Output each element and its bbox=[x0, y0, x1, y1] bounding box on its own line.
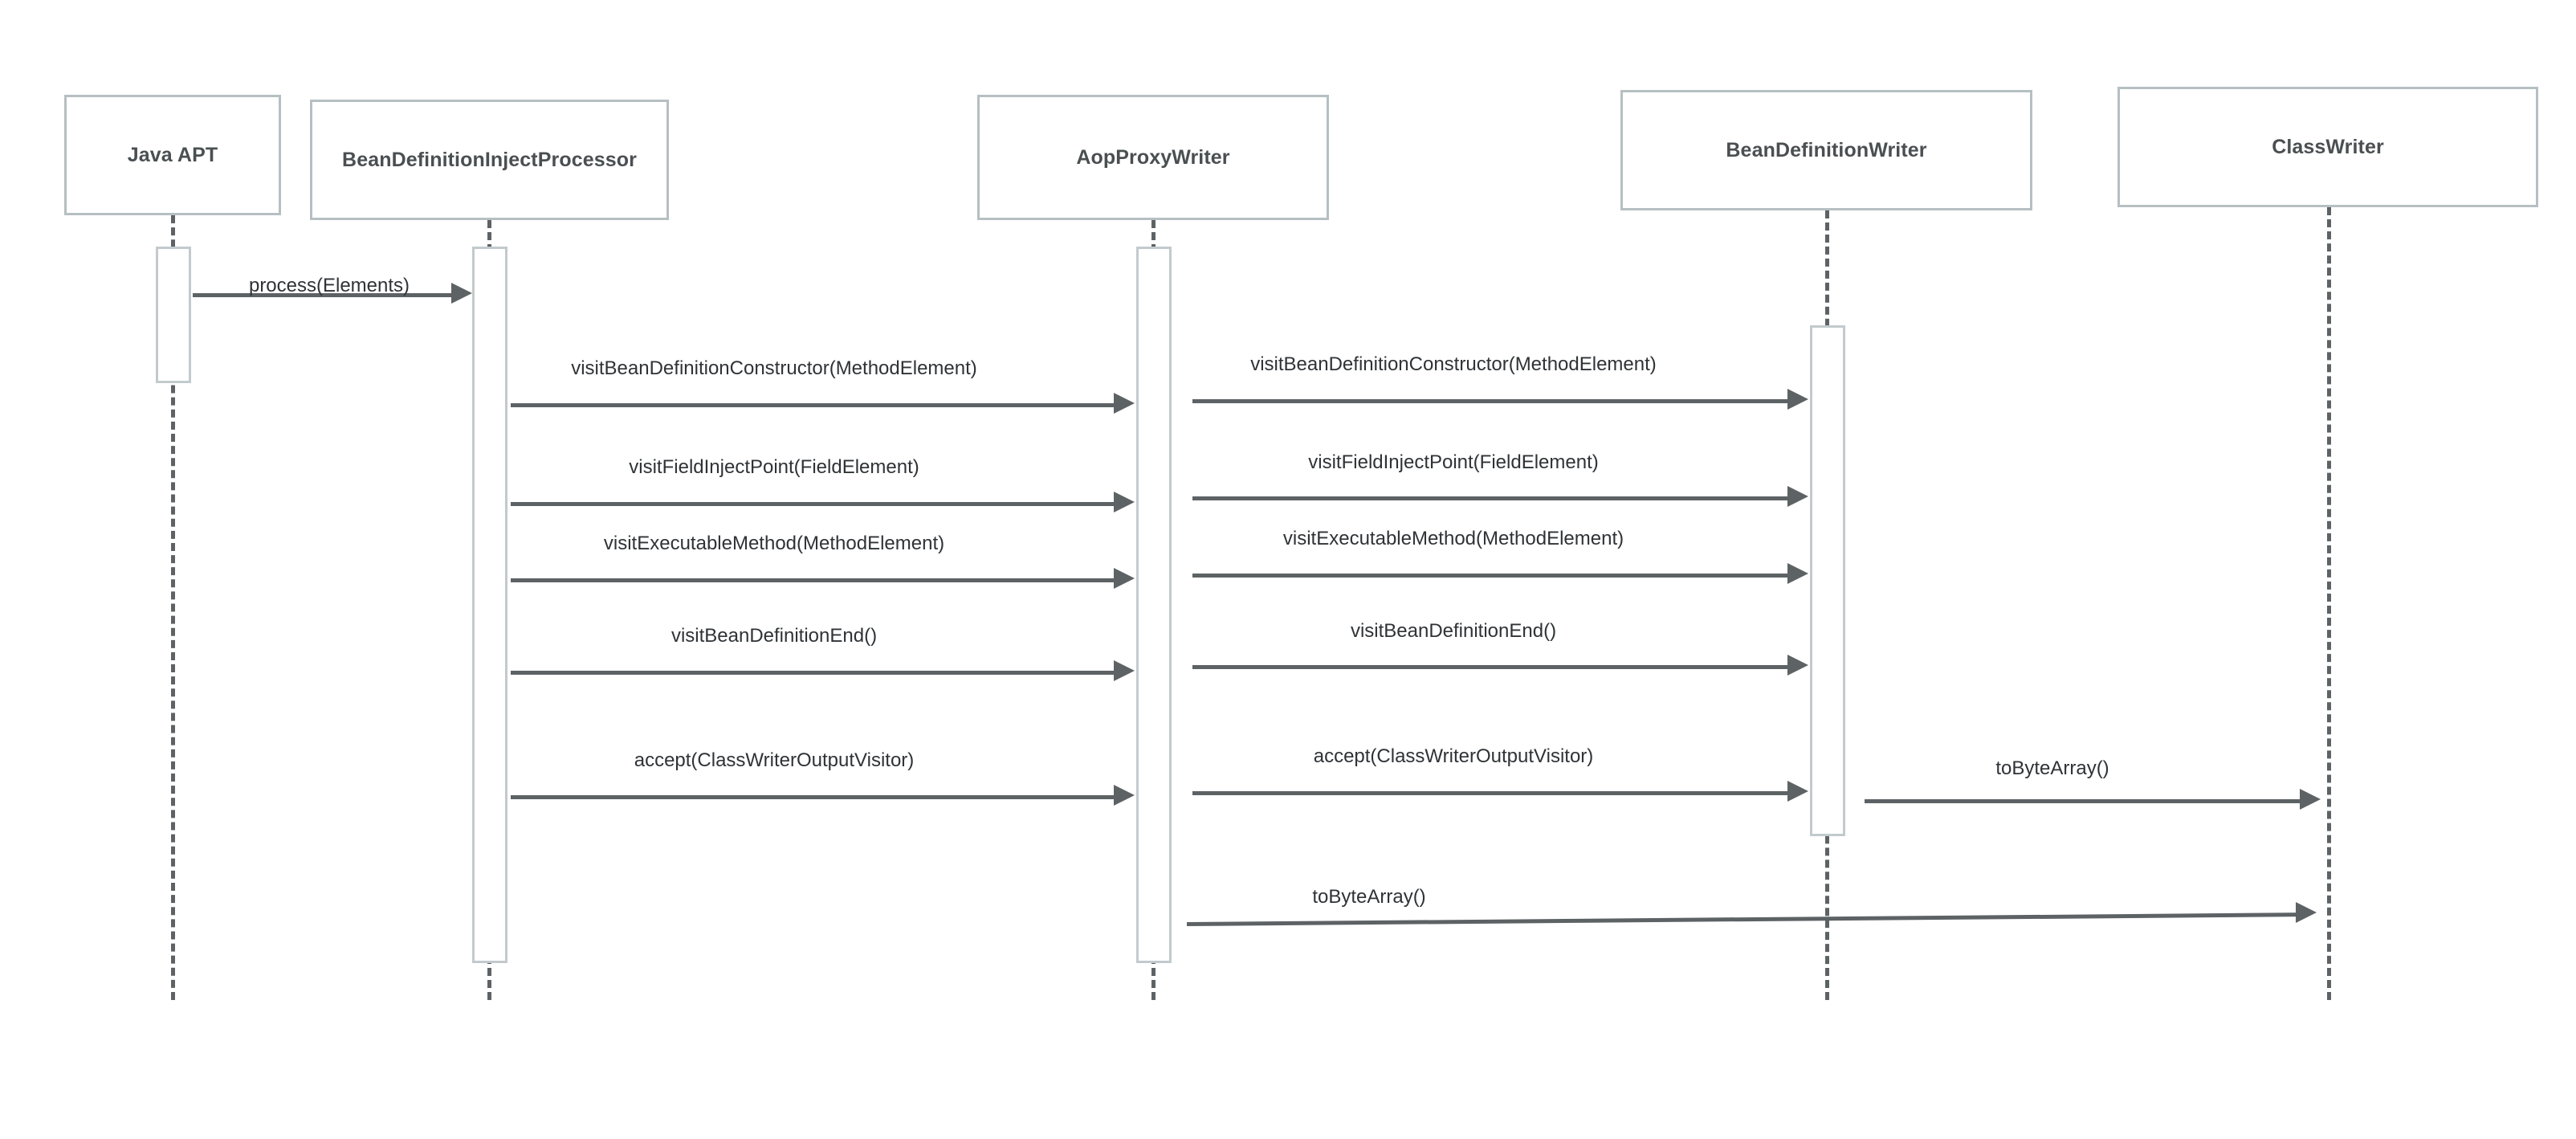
msg-visit-bean-definition-end-1-line bbox=[511, 671, 1119, 675]
msg-accept-2-label: accept(ClassWriterOutputVisitor) bbox=[1313, 745, 1594, 767]
msg-visit-executable-method-2-arrowhead bbox=[1787, 563, 1808, 584]
msg-to-byte-array-1-arrowhead bbox=[2300, 789, 2321, 810]
activation-bean-definition-writer bbox=[1810, 325, 1845, 836]
msg-visit-bean-definition-end-2-label: visitBeanDefinitionEnd() bbox=[1350, 620, 1557, 642]
msg-process-elements-label: process(Elements) bbox=[248, 275, 410, 296]
msg-to-byte-array-2-label: toByteArray() bbox=[1312, 886, 1426, 908]
msg-to-byte-array-1-label: toByteArray() bbox=[1995, 757, 2109, 779]
msg-visit-field-inject-point-2-label: visitFieldInjectPoint(FieldElement) bbox=[1308, 451, 1599, 473]
msg-to-byte-array-2-line bbox=[1187, 912, 2301, 926]
msg-visit-bean-definition-constructor-2-arrowhead bbox=[1787, 389, 1808, 410]
participant-box-aop-proxy-writer[interactable]: AopProxyWriter bbox=[977, 95, 1329, 220]
participant-box-bean-definition-writer[interactable]: BeanDefinitionWriter bbox=[1620, 90, 2032, 210]
msg-visit-bean-definition-end-2-arrowhead bbox=[1787, 655, 1808, 676]
msg-to-byte-array-1-line bbox=[1865, 799, 2305, 803]
msg-visit-field-inject-point-2-line bbox=[1192, 496, 1792, 500]
msg-visit-executable-method-1-label: visitExecutableMethod(MethodElement) bbox=[603, 533, 945, 554]
participant-label-java-apt: Java APT bbox=[127, 143, 218, 166]
msg-accept-2-arrowhead bbox=[1787, 781, 1808, 802]
participant-label-class-writer: ClassWriter bbox=[2272, 135, 2384, 158]
msg-visit-bean-definition-constructor-1-line bbox=[511, 403, 1119, 407]
msg-accept-1-arrowhead bbox=[1114, 785, 1135, 806]
msg-visit-bean-definition-end-2-line bbox=[1192, 665, 1792, 669]
activation-java-apt bbox=[156, 247, 191, 383]
activation-aop-proxy-writer bbox=[1136, 247, 1172, 963]
participant-label-bean-definition-inject-processor: BeanDefinitionInjectProcessor bbox=[342, 148, 637, 171]
msg-visit-bean-definition-end-1-label: visitBeanDefinitionEnd() bbox=[670, 625, 878, 647]
msg-visit-bean-definition-constructor-2-label: visitBeanDefinitionConstructor(MethodEle… bbox=[1250, 353, 1657, 375]
lifeline-java-apt bbox=[171, 215, 175, 1000]
msg-visit-bean-definition-constructor-1-arrowhead bbox=[1114, 393, 1135, 414]
msg-to-byte-array-2-arrowhead bbox=[2296, 902, 2317, 923]
msg-visit-field-inject-point-2-arrowhead bbox=[1787, 486, 1808, 507]
msg-visit-bean-definition-constructor-2-line bbox=[1192, 399, 1792, 403]
msg-visit-field-inject-point-1-arrowhead bbox=[1114, 492, 1135, 512]
msg-accept-1-label: accept(ClassWriterOutputVisitor) bbox=[634, 749, 915, 771]
participant-box-java-apt[interactable]: Java APT bbox=[64, 95, 281, 215]
msg-visit-executable-method-2-label: visitExecutableMethod(MethodElement) bbox=[1282, 528, 1624, 549]
participant-label-aop-proxy-writer: AopProxyWriter bbox=[1076, 145, 1230, 169]
msg-visit-executable-method-1-arrowhead bbox=[1114, 568, 1135, 589]
msg-accept-2-line bbox=[1192, 791, 1792, 795]
participant-box-class-writer[interactable]: ClassWriter bbox=[2117, 87, 2538, 207]
msg-visit-executable-method-2-line bbox=[1192, 574, 1792, 578]
msg-process-elements-line bbox=[193, 293, 456, 297]
lifeline-class-writer bbox=[2327, 207, 2331, 1000]
participant-box-bean-definition-inject-processor[interactable]: BeanDefinitionInjectProcessor bbox=[310, 100, 669, 220]
activation-bean-definition-inject-processor bbox=[472, 247, 507, 963]
msg-visit-executable-method-1-line bbox=[511, 578, 1119, 582]
msg-accept-1-line bbox=[511, 795, 1119, 799]
msg-visit-bean-definition-constructor-1-label: visitBeanDefinitionConstructor(MethodEle… bbox=[571, 357, 977, 379]
msg-visit-field-inject-point-1-label: visitFieldInjectPoint(FieldElement) bbox=[629, 456, 919, 478]
msg-process-elements-arrowhead bbox=[451, 283, 472, 304]
participant-label-bean-definition-writer: BeanDefinitionWriter bbox=[1726, 138, 1927, 161]
msg-visit-field-inject-point-1-line bbox=[511, 502, 1119, 506]
msg-visit-bean-definition-end-1-arrowhead bbox=[1114, 660, 1135, 681]
